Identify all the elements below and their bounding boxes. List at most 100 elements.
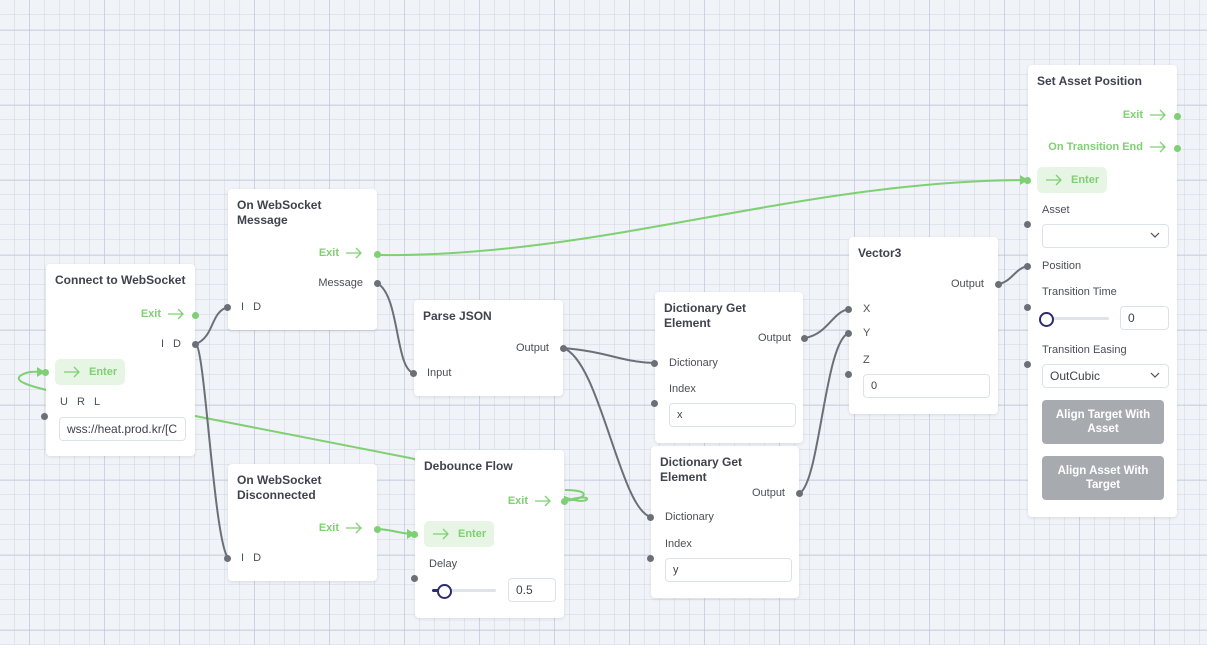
url-input[interactable]: wss://heat.prod.kr/[C bbox=[59, 417, 186, 441]
delay-input[interactable]: 0.5 bbox=[508, 578, 556, 602]
transition-time-slider[interactable] bbox=[1039, 312, 1109, 327]
enter-button[interactable]: Enter bbox=[55, 359, 126, 385]
port-dict-y-index[interactable] bbox=[647, 555, 654, 562]
node-title: Set Asset Position bbox=[1037, 74, 1142, 88]
index-input[interactable]: y bbox=[665, 558, 792, 582]
exit-output[interactable]: Exit bbox=[319, 522, 363, 534]
port-debounce-enter[interactable] bbox=[411, 531, 418, 538]
port-dict-x-index[interactable] bbox=[651, 400, 658, 407]
wire-disconnected-exit-to-debounce-enter bbox=[376, 528, 416, 535]
asset-select[interactable] bbox=[1042, 224, 1169, 248]
transition-easing-select[interactable]: OutCubic bbox=[1042, 364, 1169, 388]
arrow-right-icon bbox=[1150, 109, 1166, 121]
message-output-label: Message bbox=[318, 277, 363, 289]
wire-message-to-parse-input bbox=[376, 282, 415, 374]
port-connect-url[interactable] bbox=[41, 413, 48, 420]
delay-slider[interactable] bbox=[432, 584, 496, 599]
exit-label: Exit bbox=[318, 247, 339, 259]
node-connect-to-websocket[interactable]: Connect to WebSocket Exit I D Enter U R … bbox=[46, 264, 195, 456]
exit-output[interactable]: Exit bbox=[508, 495, 552, 507]
port-vector-y[interactable] bbox=[845, 330, 852, 337]
port-connect-exit[interactable] bbox=[192, 312, 199, 319]
port-vector-z[interactable] bbox=[845, 371, 852, 378]
node-dictionary-get-element-x[interactable]: Dictionary Get Element Output Dictionary… bbox=[655, 292, 803, 443]
output-label: Output bbox=[751, 487, 785, 499]
port-message-message[interactable] bbox=[374, 280, 381, 287]
node-title: Parse JSON bbox=[423, 309, 492, 323]
exit-label: Exit bbox=[1122, 109, 1143, 121]
node-parse-json[interactable]: Parse JSON Output Input bbox=[414, 300, 563, 396]
port-dict-x-output[interactable] bbox=[801, 335, 808, 342]
transition-easing-value: OutCubic bbox=[1050, 369, 1101, 383]
enter-button[interactable]: Enter bbox=[1037, 167, 1108, 193]
node-title: Connect to WebSocket bbox=[55, 273, 186, 287]
align-target-with-asset-button[interactable]: Align Target With Asset bbox=[1042, 400, 1164, 444]
arrow-right-icon bbox=[168, 308, 184, 320]
dictionary-label: Dictionary bbox=[669, 357, 718, 369]
port-connect-enter[interactable] bbox=[42, 369, 49, 376]
port-parse-input[interactable] bbox=[410, 370, 417, 377]
port-vector-x[interactable] bbox=[845, 306, 852, 313]
node-set-asset-position[interactable]: Set Asset Position Exit On Transition En… bbox=[1028, 65, 1177, 517]
transition-time-label: Transition Time bbox=[1042, 286, 1117, 298]
exit-output[interactable]: Exit bbox=[319, 247, 363, 259]
arrow-right-icon bbox=[346, 522, 362, 534]
transition-easing-label: Transition Easing bbox=[1042, 344, 1127, 356]
on-transition-end-output[interactable]: On Transition End bbox=[1048, 141, 1167, 153]
exit-output[interactable]: Exit bbox=[141, 308, 185, 320]
port-set-asset-transition-easing[interactable] bbox=[1024, 361, 1031, 368]
arrow-right-icon bbox=[64, 366, 80, 378]
node-vector3[interactable]: Vector3 Output X Y Z 0 bbox=[849, 237, 998, 414]
url-label: U R L bbox=[60, 396, 104, 408]
port-dict-y-dictionary[interactable] bbox=[647, 514, 654, 521]
arrow-right-icon bbox=[1046, 174, 1062, 186]
align-asset-with-target-button[interactable]: Align Asset With Target bbox=[1042, 456, 1164, 500]
transition-time-input[interactable]: 0 bbox=[1120, 306, 1169, 330]
output-label: Output bbox=[757, 332, 791, 344]
port-message-exit[interactable] bbox=[374, 251, 381, 258]
output-label: Output bbox=[950, 278, 984, 290]
port-message-id[interactable] bbox=[224, 304, 231, 311]
port-disconnected-exit[interactable] bbox=[374, 526, 381, 533]
slider-handle[interactable] bbox=[437, 584, 453, 599]
x-label: X bbox=[863, 303, 871, 315]
node-on-websocket-message[interactable]: On WebSocket Message Exit Message I D bbox=[228, 189, 377, 330]
index-label: Index bbox=[669, 383, 696, 395]
position-label: Position bbox=[1042, 260, 1082, 272]
port-dict-y-output[interactable] bbox=[796, 490, 803, 497]
z-input[interactable]: 0 bbox=[863, 374, 990, 398]
enter-label: Enter bbox=[89, 366, 118, 378]
wire-vector-output-to-position bbox=[997, 265, 1029, 285]
port-set-asset-exit[interactable] bbox=[1174, 113, 1181, 120]
slider-handle[interactable] bbox=[1039, 312, 1054, 327]
port-parse-output[interactable] bbox=[560, 345, 567, 352]
port-set-asset-position[interactable] bbox=[1024, 263, 1031, 270]
y-label: Y bbox=[863, 327, 871, 339]
wire-dict-x-output-to-vector-x bbox=[804, 308, 850, 339]
port-set-asset-enter[interactable] bbox=[1024, 177, 1031, 184]
port-debounce-delay[interactable] bbox=[411, 575, 418, 582]
node-debounce-flow[interactable]: Debounce Flow Exit Enter Delay 0.5 bbox=[415, 450, 564, 618]
exit-label: Exit bbox=[507, 495, 528, 507]
port-set-asset-asset[interactable] bbox=[1024, 221, 1031, 228]
port-connect-id[interactable] bbox=[192, 341, 199, 348]
port-set-asset-transition-time[interactable] bbox=[1024, 304, 1031, 311]
port-dict-x-dictionary[interactable] bbox=[651, 360, 658, 367]
arrow-right-icon bbox=[433, 528, 449, 540]
port-disconnected-id[interactable] bbox=[224, 555, 231, 562]
port-set-asset-transition-end[interactable] bbox=[1174, 145, 1181, 152]
index-input[interactable]: x bbox=[669, 403, 796, 427]
enter-button[interactable]: Enter bbox=[424, 521, 495, 547]
wire-connect-id-to-message-id bbox=[195, 306, 229, 345]
node-on-websocket-disconnected[interactable]: On WebSocket Disconnected Exit I D bbox=[228, 464, 377, 581]
asset-label: Asset bbox=[1042, 204, 1070, 216]
port-vector-output[interactable] bbox=[995, 281, 1002, 288]
exit-output[interactable]: Exit bbox=[1123, 109, 1167, 121]
port-debounce-exit[interactable] bbox=[561, 498, 568, 505]
enter-label: Enter bbox=[458, 528, 487, 540]
exit-label: Exit bbox=[140, 308, 161, 320]
index-label: Index bbox=[665, 538, 692, 550]
exit-label: Exit bbox=[318, 522, 339, 534]
node-dictionary-get-element-y[interactable]: Dictionary Get Element Output Dictionary… bbox=[651, 446, 799, 598]
